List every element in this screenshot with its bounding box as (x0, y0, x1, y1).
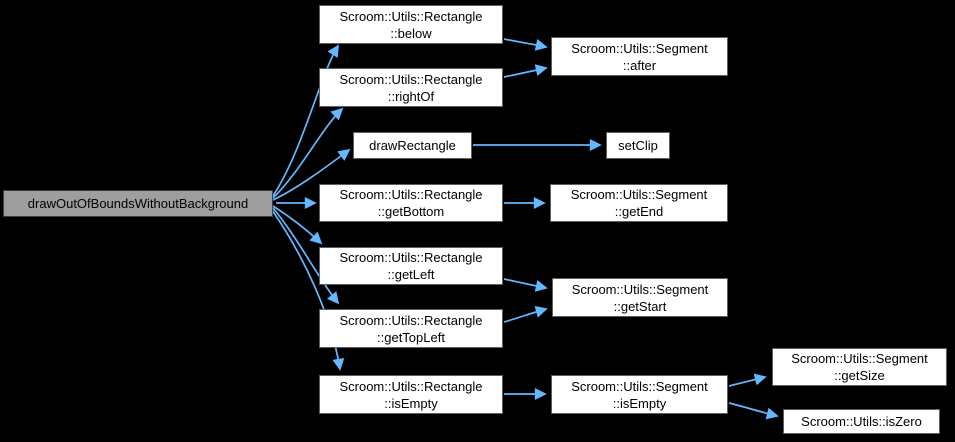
edge-main-to-gettopleft (272, 207, 340, 305)
node-label: setClip (618, 138, 658, 153)
node-label: ::getStart (613, 298, 667, 314)
edge-main-to-below (272, 44, 339, 197)
node-label: ::getSize (834, 368, 885, 383)
node-rectangle-getleft[interactable]: Scroom::Utils::Rectangle ::getLeft (319, 247, 503, 285)
node-label: ::getEnd (614, 204, 664, 219)
node-rectangle-below[interactable]: Scroom::Utils::Rectangle ::below (319, 5, 503, 44)
node-rectangle-getbottom[interactable]: Scroom::Utils::Rectangle ::getBottom (319, 184, 503, 222)
node-label: Scroom::Utils::Rectangle (339, 71, 483, 87)
edge-main-to-isempty (271, 209, 345, 371)
node-label: Scroom::Utils::Rectangle (339, 187, 483, 202)
node-label: Scroom::Utils::Rectangle (339, 8, 483, 24)
node-segment-after[interactable]: Scroom::Utils::Segment ::after (551, 37, 728, 76)
node-label: Scroom::Utils::isZero (801, 414, 922, 429)
node-is-zero[interactable]: Scroom::Utils::isZero (783, 409, 940, 434)
node-label: ::after (622, 57, 657, 73)
edge-segisempty-to-iszero (728, 402, 779, 420)
node-segment-isempty[interactable]: Scroom::Utils::Segment ::isEmpty (551, 375, 728, 414)
node-label: Scroom::Utils::Segment (571, 378, 708, 394)
node-label: ::isEmpty (612, 395, 667, 411)
node-label: Scroom::Utils::Segment (571, 40, 708, 56)
node-segment-getsize[interactable]: Scroom::Utils::Segment ::getSize (772, 348, 947, 386)
node-label: drawRectangle (369, 138, 456, 153)
node-segment-getend[interactable]: Scroom::Utils::Segment ::getEnd (550, 184, 728, 222)
edge-main-to-drawrectangle (272, 148, 351, 201)
node-draw-out-of-bounds-without-background: drawOutOfBoundsWithoutBackground (3, 190, 273, 217)
node-label: Scroom::Utils::Rectangle (339, 378, 483, 394)
edge-below-to-after (503, 38, 548, 51)
node-rectangle-gettopleft[interactable]: Scroom::Utils::Rectangle ::getTopLeft (319, 309, 503, 348)
edge-main-to-getleft (272, 205, 323, 245)
edge-main-to-rightof (272, 107, 344, 199)
node-segment-getstart[interactable]: Scroom::Utils::Segment ::getStart (552, 278, 728, 317)
node-rectangle-isempty[interactable]: Scroom::Utils::Rectangle ::isEmpty (319, 375, 503, 414)
node-label: Scroom::Utils::Rectangle (339, 250, 483, 265)
node-label: ::getLeft (387, 267, 435, 282)
node-label: Scroom::Utils::Segment (791, 351, 928, 366)
node-label: ::getBottom (377, 204, 445, 219)
node-label: Scroom::Utils::Segment (570, 187, 708, 202)
node-label: Scroom::Utils::Segment (571, 281, 709, 297)
edge-segisempty-to-getsize (728, 373, 767, 387)
node-draw-rectangle[interactable]: drawRectangle (353, 132, 472, 159)
edge-gettopleft-to-getstart (503, 306, 548, 323)
node-label: ::below (390, 25, 432, 41)
node-label: ::isEmpty (384, 395, 438, 411)
node-label: ::rightOf (387, 88, 435, 104)
edge-rightof-to-after (503, 64, 548, 78)
node-set-clip[interactable]: setClip (606, 132, 670, 159)
node-label: ::getTopLeft (377, 329, 445, 345)
node-label: drawOutOfBoundsWithoutBackground (27, 196, 249, 211)
node-label: Scroom::Utils::Rectangle (339, 312, 483, 328)
node-rectangle-rightof[interactable]: Scroom::Utils::Rectangle ::rightOf (319, 68, 503, 107)
edge-getleft-to-getstart (503, 278, 548, 292)
